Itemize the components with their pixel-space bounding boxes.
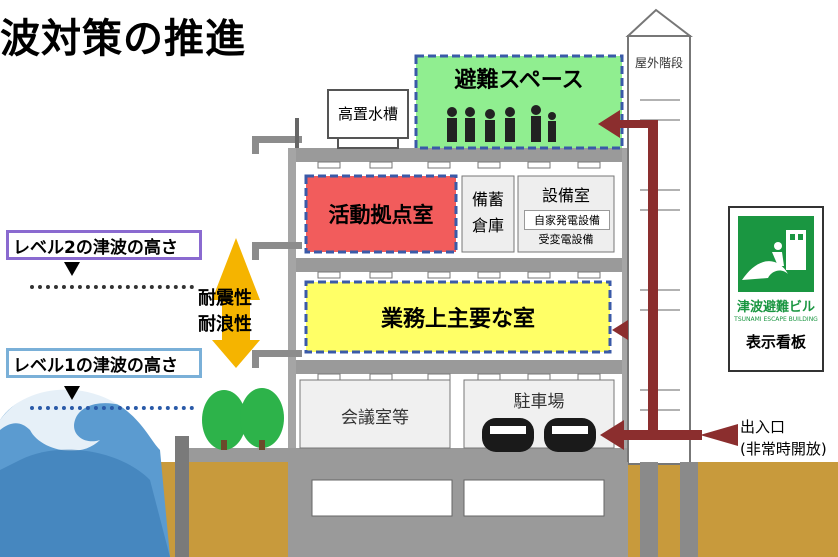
- right-wall: [622, 148, 630, 448]
- generator-label: 自家発電設備: [524, 210, 610, 230]
- escape-icon: [742, 230, 806, 280]
- water-tank-label: 高置水槽: [337, 104, 398, 123]
- tsunami-sign: 津波避難ビル TSUNAMI ESCAPE BUILDING 表示看板: [728, 206, 824, 372]
- wave-inner: [0, 449, 170, 557]
- main-rooms-box: [304, 280, 612, 354]
- sign-pictogram: [738, 216, 814, 292]
- left-wall: [288, 148, 296, 448]
- pile-1: [640, 462, 658, 557]
- floor-slab-2: [288, 360, 628, 374]
- level1-label: レベル1の津波の高さ: [6, 348, 202, 378]
- level2-stub: [252, 350, 302, 357]
- evacuee-silhouettes: [447, 105, 556, 142]
- basement-window-left: [311, 479, 453, 517]
- storage-label-2: 倉庫: [471, 216, 504, 235]
- activity-base-label: 活動拠点室: [328, 203, 434, 227]
- entrance-sublabel: (非常時開放): [740, 440, 827, 458]
- level2-label: レベル2の津波の高さ: [6, 230, 202, 260]
- pile-2: [680, 462, 698, 557]
- tsunami-wave: [0, 385, 170, 557]
- water-tank-box: [327, 89, 409, 139]
- trees: [202, 388, 284, 450]
- retaining-wall: [175, 436, 189, 557]
- evacuation-route: [598, 110, 738, 450]
- wave-crest: [0, 385, 120, 451]
- substation-label: 受変電設備: [538, 233, 594, 246]
- entrance-label: 出入口: [740, 418, 786, 436]
- roof-stub-v: [252, 136, 259, 154]
- level2-line: [30, 285, 194, 289]
- storage-box: [461, 175, 515, 253]
- wave-resistance-label: 耐浪性: [198, 314, 252, 335]
- water-tank-legs: [337, 137, 399, 149]
- level1-line: [30, 406, 194, 410]
- stair-tower: [627, 35, 691, 465]
- outdoor-stairs-label: 屋外階段: [634, 55, 683, 70]
- parking-label: 駐車場: [513, 391, 565, 412]
- resistance-arrow: [212, 238, 260, 368]
- sign-caption: 表示看板: [745, 333, 806, 351]
- main-rooms-label: 業務上主要な室: [380, 307, 535, 332]
- sign-en-text: TSUNAMI ESCAPE BUILDING: [734, 316, 818, 323]
- meeting-room-box: [299, 379, 451, 449]
- storage-label-1: 備蓄: [471, 190, 504, 209]
- equipment-room-label: 設備室: [541, 186, 590, 205]
- level1-marker: [64, 386, 80, 400]
- activity-room-box: [304, 174, 458, 254]
- roof-post: [295, 118, 299, 148]
- meeting-room-label: 会議室等: [341, 407, 409, 428]
- level3-stub-v: [252, 242, 259, 260]
- roof-stub: [252, 136, 302, 143]
- level2-stub-v: [252, 350, 259, 368]
- page-title: 波対策の推進: [0, 16, 246, 62]
- slab-bumps: [317, 161, 601, 381]
- basement-window-right: [463, 479, 605, 517]
- seismic-resistance-label: 耐震性: [198, 288, 252, 309]
- refuge-space-label: 避難スペース: [454, 68, 584, 93]
- stair-tower-roof: [625, 8, 693, 37]
- floor-slab-3: [288, 258, 628, 272]
- sign-jp-text: 津波避難ビル: [736, 300, 815, 315]
- cars: [482, 418, 596, 452]
- level2-marker: [64, 262, 80, 276]
- roof-slab: [288, 148, 628, 162]
- level3-stub: [252, 242, 302, 249]
